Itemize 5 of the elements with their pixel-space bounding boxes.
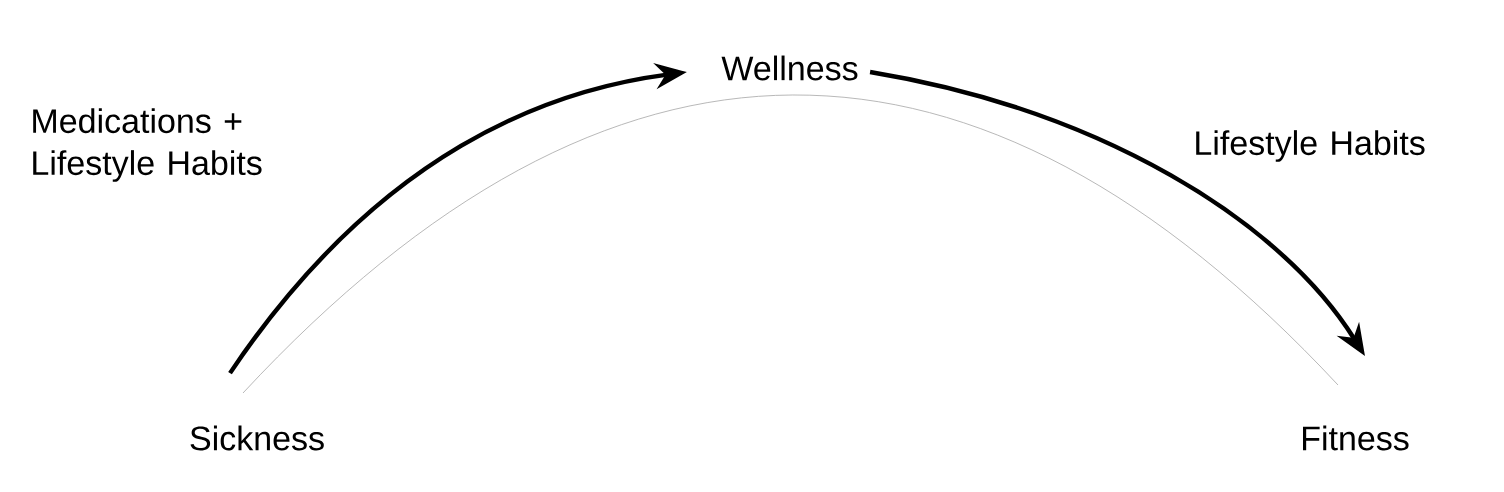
stage-label: Sickness — [190, 425, 324, 451]
stage-label: Fitness — [1303, 425, 1409, 451]
edge-label: Medications + Lifestyle Habits — [33, 108, 262, 182]
stage-label: Wellness — [721, 55, 858, 81]
edge-label: Lifestyle Habits — [1196, 130, 1425, 162]
